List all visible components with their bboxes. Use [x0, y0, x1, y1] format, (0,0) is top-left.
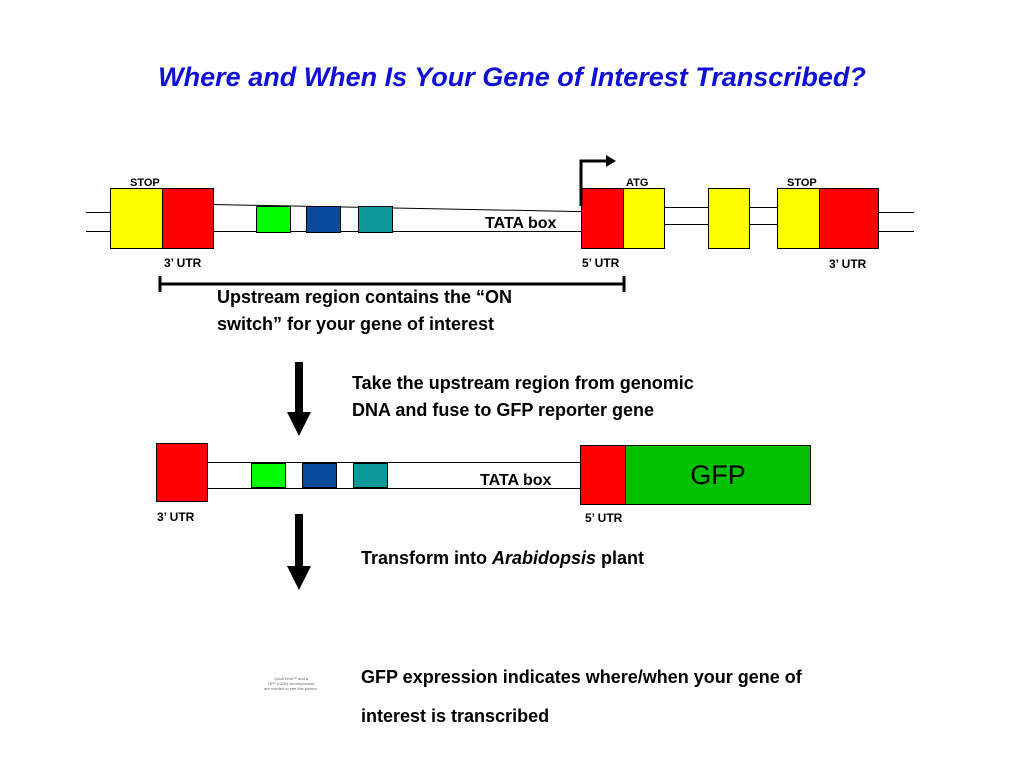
placeholder-line: QuickTime™ and a: [273, 676, 309, 681]
red-utr-block: [581, 188, 625, 249]
dna-line: [750, 207, 778, 208]
upstream-note-line: switch” for your gene of interest: [217, 314, 495, 334]
yellow-exon: [777, 188, 821, 249]
yellow-exon: [110, 188, 164, 249]
regulatory-element-blue: [306, 206, 341, 233]
dna-line: [664, 224, 708, 225]
upstream-region-bracket: [158, 276, 626, 292]
atg-label: ATG: [626, 177, 649, 189]
utr3-label: 3’ UTR: [164, 256, 202, 270]
step2-text: Transform into Arabidopsis plant: [361, 545, 644, 572]
regulatory-element-teal: [358, 206, 393, 233]
result-line: interest is transcribed: [361, 706, 550, 726]
dna-line: [878, 231, 914, 232]
dna-line: [86, 212, 110, 213]
step1-line: DNA and fuse to GFP reporter gene: [352, 400, 655, 420]
step1-text: Take the upstream region from genomic DN…: [352, 370, 694, 424]
down-arrow-icon: [287, 514, 311, 590]
dna-line: [207, 462, 581, 463]
dna-line: [212, 231, 582, 232]
dna-line: [207, 488, 581, 489]
step2-suffix: plant: [596, 548, 645, 568]
red-utr-block: [580, 445, 627, 505]
utr5-label: 5’ UTR: [582, 256, 620, 270]
dna-line: [878, 212, 914, 213]
missing-picture-placeholder: QuickTime™ and a TIFF (LZW) decompressor…: [262, 676, 320, 691]
regulatory-element-green: [256, 206, 291, 233]
gfp-label: GFP: [690, 460, 746, 490]
placeholder-line: TIFF (LZW) decompressor: [267, 681, 315, 686]
stop-label: STOP: [130, 177, 160, 189]
gfp-reporter-block: GFP: [625, 445, 811, 505]
utr3-label: 3’ UTR: [157, 510, 195, 524]
placeholder-line: are needed to see this picture.: [264, 686, 318, 691]
red-utr-block: [819, 188, 879, 249]
utr5-label: 5’ UTR: [585, 511, 623, 525]
step1-line: Take the upstream region from genomic: [352, 373, 694, 393]
regulatory-element-blue: [302, 463, 337, 488]
down-arrow-icon: [287, 362, 311, 436]
step2-species: Arabidopsis: [492, 548, 597, 568]
page-title: Where and When Is Your Gene of Interest …: [158, 62, 866, 92]
transcription-start-arrow-icon: [579, 155, 616, 206]
utr3-label: 3’ UTR: [829, 257, 867, 271]
step2-prefix: Transform into: [361, 548, 493, 568]
red-utr-block: [156, 443, 208, 502]
upstream-note-line: Upstream region contains the “ON: [217, 287, 513, 307]
red-utr-block: [162, 188, 214, 249]
tata-box-label: TATA box: [485, 215, 557, 232]
regulatory-element-teal: [353, 463, 388, 488]
stop-label: STOP: [787, 177, 817, 189]
dna-line: [750, 224, 778, 225]
yellow-exon: [708, 188, 750, 249]
regulatory-element-green: [251, 463, 286, 488]
result-text: GFP expression indicates where/when your…: [361, 658, 802, 736]
dna-line: [664, 207, 708, 208]
tata-box-label: TATA box: [480, 472, 552, 489]
dna-line: [86, 231, 110, 232]
yellow-exon: [623, 188, 665, 249]
upstream-note: Upstream region contains the “ON switch”…: [217, 284, 512, 338]
result-line: GFP expression indicates where/when your…: [361, 667, 802, 687]
